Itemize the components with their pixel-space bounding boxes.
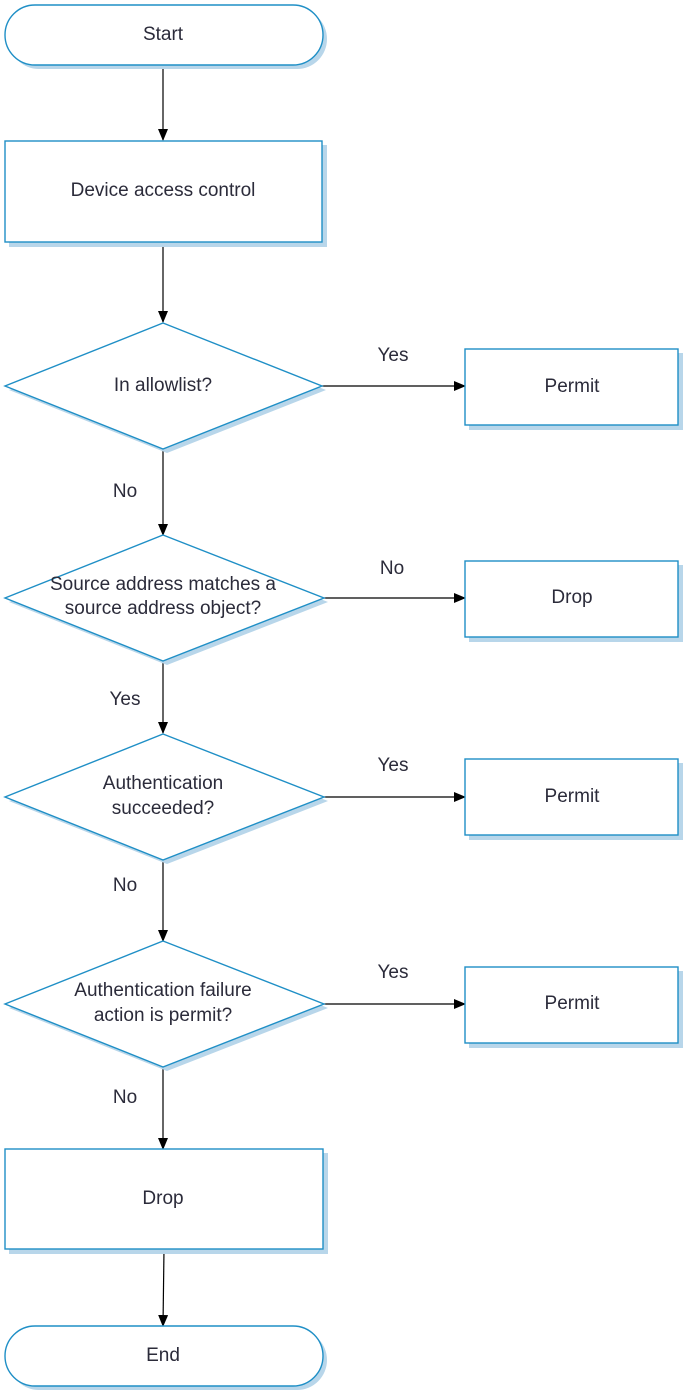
source-match-label-line1: Source address matches a	[50, 574, 276, 595]
edge-drop-to-end	[158, 1248, 169, 1327]
auth-succeeded-label-line2: succeeded?	[112, 798, 214, 819]
edge-labels: Yes No No Yes Yes No Yes No	[110, 345, 409, 1108]
drop-final-label: Drop	[142, 1188, 183, 1209]
edge-label-failure-no: No	[113, 1087, 137, 1108]
permit-auth-label: Permit	[545, 786, 601, 807]
edges	[158, 65, 466, 1327]
start-node: Start	[4, 4, 327, 69]
allowlist-decision-label: In allowlist?	[114, 375, 212, 396]
drop-final-node: Drop	[4, 1148, 328, 1254]
permit-failure-action-label: Permit	[545, 993, 601, 1014]
auth-failure-action-label-line1: Authentication failure	[74, 980, 251, 1001]
edge-label-auth-no: No	[113, 875, 137, 896]
edge-label-source-yes: Yes	[110, 689, 141, 710]
device-access-control-label: Device access control	[71, 180, 256, 201]
start-label: Start	[143, 24, 184, 45]
edge-label-auth-yes: Yes	[378, 755, 409, 776]
permit-allowlist-node: Permit	[464, 348, 683, 430]
permit-failure-action-node: Permit	[464, 966, 683, 1048]
auth-failure-action-label-line2: action is permit?	[94, 1005, 232, 1026]
end-label: End	[146, 1345, 180, 1366]
edge-label-allowlist-no: No	[113, 481, 137, 502]
source-match-decision: Source address matches a source address …	[3, 534, 328, 665]
drop-source-label: Drop	[551, 587, 592, 608]
source-match-label-line2: source address object?	[65, 598, 261, 619]
allowlist-decision: In allowlist?	[3, 322, 326, 453]
auth-succeeded-label-line1: Authentication	[103, 773, 223, 794]
device-access-control-node: Device access control	[4, 140, 327, 247]
auth-failure-action-decision: Authentication failure action is permit?	[3, 940, 328, 1071]
drop-source-node: Drop	[464, 560, 683, 642]
end-node: End	[4, 1325, 327, 1390]
permit-auth-node: Permit	[464, 758, 683, 840]
permit-allowlist-label: Permit	[545, 376, 601, 397]
edge-label-allowlist-yes: Yes	[378, 345, 409, 366]
edge-label-source-no: No	[380, 558, 404, 579]
edge-label-failure-yes: Yes	[378, 962, 409, 983]
auth-succeeded-decision: Authentication succeeded?	[3, 733, 328, 864]
